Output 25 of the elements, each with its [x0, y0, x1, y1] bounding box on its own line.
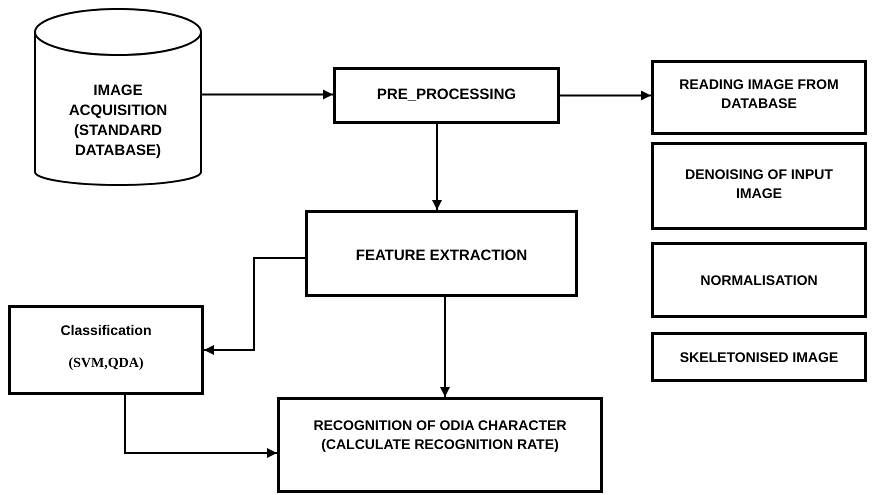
node-label: NORMALISATION [700, 270, 818, 290]
arrow [432, 124, 442, 210]
arrow [202, 90, 333, 100]
arrow [560, 90, 651, 100]
node-label: Classification [60, 321, 152, 340]
node-label: SKELETONISED IMAGE [680, 348, 838, 366]
process-box [305, 210, 578, 297]
arrow [124, 395, 277, 458]
arrow [440, 297, 450, 397]
database-cylinder [34, 8, 202, 186]
process-box [333, 67, 560, 124]
process-box [651, 242, 867, 318]
process-box [651, 60, 867, 135]
arrow [204, 257, 305, 355]
node-label: READING IMAGE FROM DATABASE [678, 75, 840, 113]
node-label: (SVM,QDA) [68, 355, 144, 373]
node-label: IMAGE ACQUISITION (STANDARD DATABASE) [68, 81, 168, 161]
process-box [651, 142, 867, 230]
process-box [651, 332, 867, 382]
node-label: FEATURE EXTRACTION [356, 246, 528, 266]
node-label: PRE_PROCESSING [376, 85, 516, 106]
node-label: RECOGNITION OF ODIA CHARACTER (CALCULATE RECOGNITION RATE) [312, 416, 568, 454]
process-box [8, 305, 204, 395]
node-label: DENOISING OF INPUT IMAGE [684, 165, 834, 203]
process-box [277, 397, 603, 493]
